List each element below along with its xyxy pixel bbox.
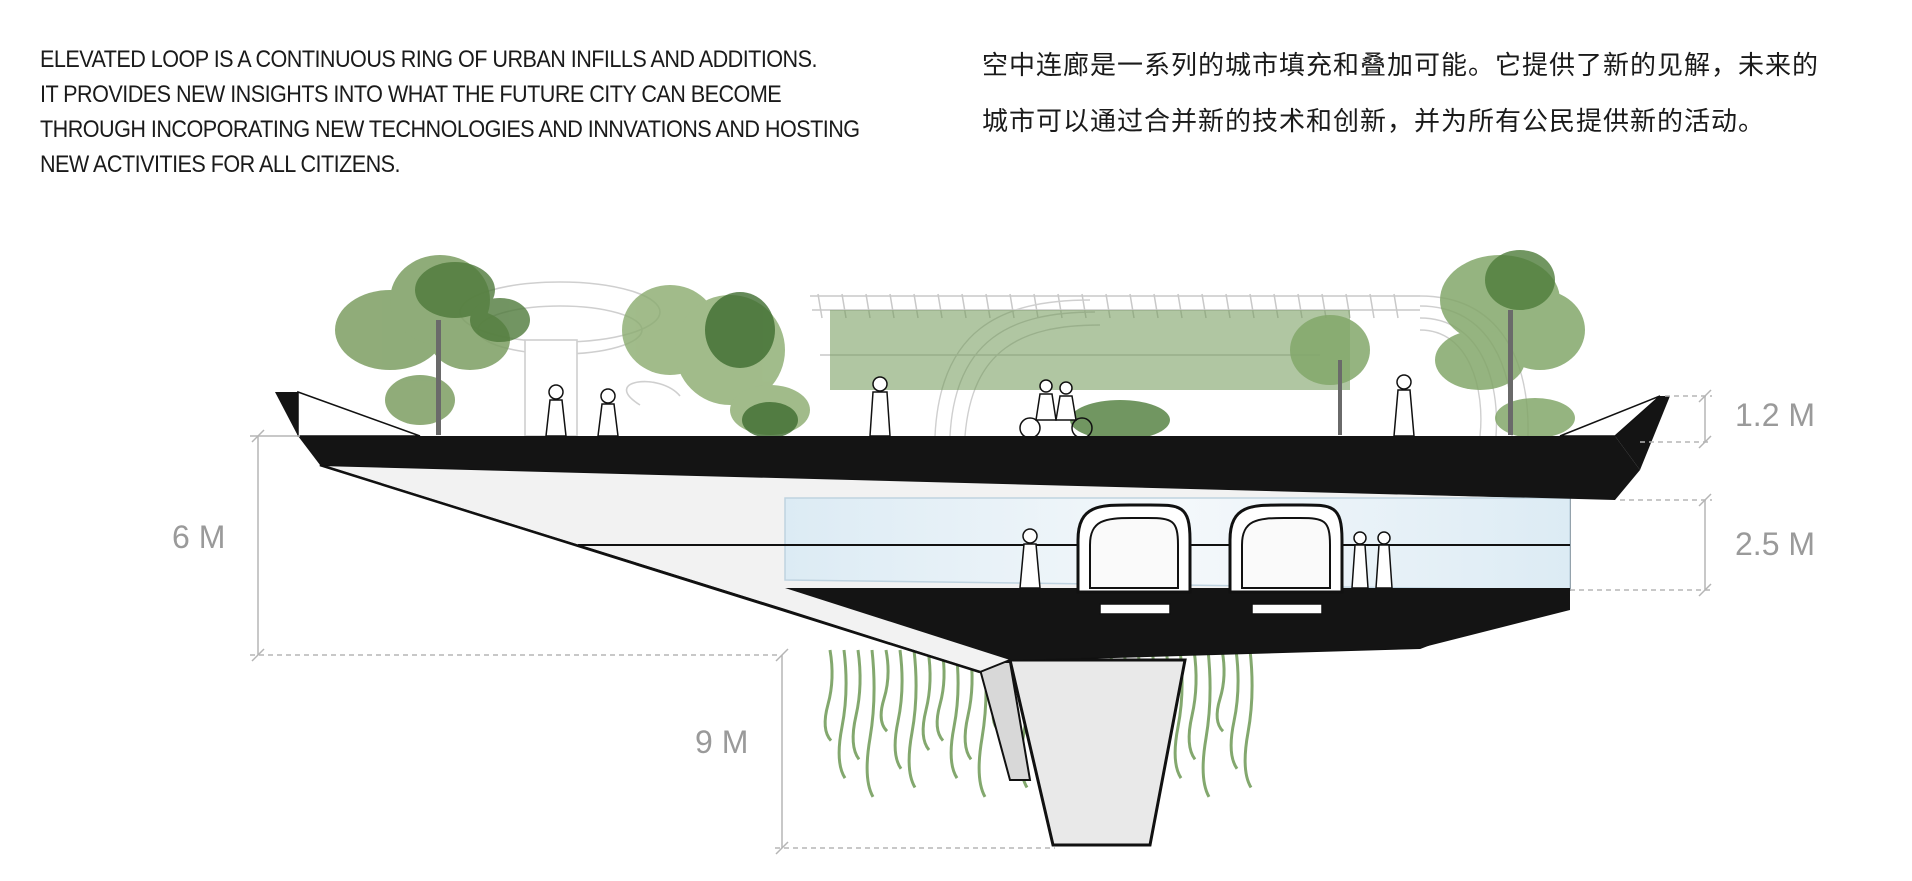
dimension-label-inner-level: 2.5 M	[1735, 526, 1815, 562]
cyclist-silhouette	[1019, 379, 1093, 439]
person-silhouette	[1351, 531, 1369, 589]
people-silhouettes	[545, 374, 1415, 589]
dimension-label-column: 9 M	[695, 724, 748, 760]
chinese-description: 空中连廊是一系列的城市填充和叠加可能。它提供了新的见解，未来的 城市可以通过合并…	[982, 38, 1892, 150]
chinese-description-line-2: 城市可以通过合并新的技术和创新，并为所有公民提供新的活动。	[982, 107, 1766, 137]
person-silhouette	[545, 384, 567, 437]
dimension-label-deck-depth: 6 M	[172, 519, 225, 555]
person-silhouette	[1393, 374, 1415, 437]
person-silhouette	[597, 388, 619, 437]
dimension-lines	[250, 389, 1712, 855]
lower-slab	[785, 588, 1570, 660]
english-description: ELEVATED LOOP IS A CONTINUOUS RING OF UR…	[40, 42, 877, 182]
transit-tube-right	[1228, 503, 1344, 615]
main-deck-slab	[275, 390, 1670, 674]
foliage-upper-deck	[335, 250, 1585, 440]
support-column	[976, 658, 1187, 847]
english-description-line-3: THROUGH INCOPORATING NEW TECHNOLOGIES AN…	[40, 116, 860, 143]
dimension-label-parapet: 1.2 M	[1735, 397, 1815, 433]
english-description-line-4: NEW ACTIVITIES FOR ALL CITIZENS.	[40, 151, 401, 178]
person-silhouette	[1375, 531, 1393, 589]
transit-tube-left	[1076, 503, 1192, 615]
transit-tubes	[1076, 503, 1344, 615]
person-silhouette	[869, 376, 891, 437]
english-description-line-2: IT PROVIDES NEW INSIGHTS INTO WHAT THE F…	[40, 81, 782, 108]
person-silhouette	[1019, 528, 1041, 589]
english-description-line-1: ELEVATED LOOP IS A CONTINUOUS RING OF UR…	[40, 46, 817, 73]
chinese-description-line-1: 空中连廊是一系列的城市填充和叠加可能。它提供了新的见解，未来的	[982, 51, 1820, 81]
